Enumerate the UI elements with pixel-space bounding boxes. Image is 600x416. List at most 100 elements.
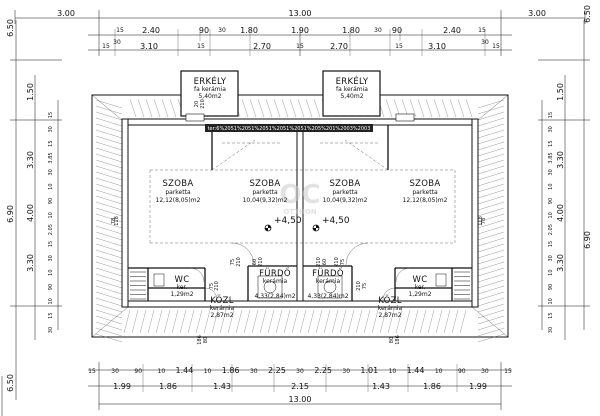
roof-hatching: [95, 98, 505, 343]
dim-label: 2.70: [330, 42, 348, 51]
furdo-left-name: FÜRDŐ: [259, 268, 291, 279]
dim-label: 15: [548, 140, 554, 146]
dim-label: 210: [236, 257, 242, 267]
dim-right: 1.50: [556, 83, 565, 101]
right-dims: 6.50 1.50 6.90 3.30 4.00 3.30: [556, 5, 592, 272]
dim-label: 3.10: [140, 42, 158, 51]
balcony-right-name: ERKÉLY: [336, 75, 369, 87]
dim-label: 1.80: [342, 26, 360, 35]
dim-label: 10: [548, 183, 554, 189]
dim-label: 10: [204, 368, 212, 375]
dim-label: 80: [203, 337, 209, 343]
kozl-right-name: KÖZL: [378, 295, 402, 306]
dim-label: 1.86: [222, 366, 240, 375]
dim-label: 30: [481, 39, 489, 46]
furdo-right-area: 4,33(2,84)m2: [307, 293, 348, 300]
dim-top-total: 13.00: [289, 9, 312, 18]
dim-label: 210: [258, 257, 264, 267]
dim-top-right: 3.00: [528, 9, 546, 18]
dim-label: 10: [389, 368, 397, 375]
balcony-right-area: 5,40m2: [340, 93, 363, 100]
dim-label: 2.25: [314, 366, 332, 375]
dim-label: 78: [481, 218, 487, 224]
dim-label: 30: [48, 126, 54, 132]
dim-label: 1.86: [159, 382, 177, 391]
dim-label: 30: [218, 27, 226, 34]
dim-label: 78: [111, 218, 117, 224]
dim-label: 15: [48, 112, 54, 118]
right-dimension-lines: [538, 20, 590, 340]
dim-label: 210: [214, 281, 220, 291]
dim-label: 30: [342, 368, 350, 375]
level-right: +4,50: [322, 216, 350, 226]
szoba3-area: 10,04(9,32)m2: [323, 197, 368, 204]
dim-label: 30: [548, 255, 554, 261]
left-dims: 6.50 1.50 6.90 6.50 3.30 4.00 3.30: [6, 19, 35, 392]
dim-label: 1.44: [407, 366, 425, 375]
dim-label: 186: [395, 335, 401, 345]
dim-label: 2.40: [443, 26, 461, 35]
dim-label: 2.70: [253, 42, 271, 51]
dim-right: 6.50: [583, 5, 592, 23]
dim-label: 186: [197, 335, 203, 345]
dim-left: 4.00: [26, 204, 35, 222]
dim-label: 1.86: [423, 382, 441, 391]
wc-left-area: 1,29m2: [170, 291, 193, 298]
dim-left: 3.30: [26, 151, 35, 169]
dim-label: 3.85: [48, 152, 54, 163]
kozl-right-area: 2,87m2: [378, 312, 401, 319]
dim-label: 10: [435, 368, 443, 375]
szoba4-name: SZOBA: [409, 179, 440, 189]
dim-label: 15: [395, 43, 403, 50]
wc-left-name: WC: [175, 275, 190, 285]
dim-label: 75: [230, 259, 236, 265]
dim-top-row2: 15 2.40 90 30 1.80 1.90 1.80 30 90 2.40 …: [116, 26, 486, 35]
kozl-left-floor: kerámia: [210, 305, 235, 312]
dim-label: 210: [334, 257, 340, 267]
dim-top-row3: 15 30 3.10 15 2.70 15 2.70 15 3.10 30 15: [102, 39, 500, 51]
dim-label: 15: [548, 312, 554, 318]
dim-label: 80: [389, 337, 395, 343]
level-marker-right: [312, 224, 320, 232]
dim-label: 1.01: [360, 366, 378, 375]
dim-right: 6.90: [583, 231, 592, 249]
top-dimension-lines: [14, 10, 586, 56]
dim-label: 20: [194, 101, 200, 107]
dim-label: 60: [252, 259, 258, 265]
dim-label: 10: [48, 212, 54, 218]
dim-label: 15: [116, 27, 124, 34]
furdo-right-floor: kerámia: [316, 278, 341, 285]
dim-label: 1.99: [113, 382, 131, 391]
balcony-left-name: ERKÉLY: [194, 75, 227, 87]
szoba2-name: SZOBA: [249, 179, 280, 189]
dim-label: 1.99: [469, 382, 487, 391]
dim-label: 30: [48, 169, 54, 175]
dim-label: 10: [48, 183, 54, 189]
dim-label: 10: [548, 212, 554, 218]
dim-right: 3.30: [556, 151, 565, 169]
dim-label: 90: [199, 26, 209, 35]
bottom-dim-row2: 1.99 1.86 1.43 2.15 1.43 1.86 1.99: [113, 382, 487, 391]
dim-label: 30: [548, 169, 554, 175]
dim-label: 75: [209, 283, 215, 289]
szoba2-area: 10,04(9,32)m2: [243, 197, 288, 204]
furdo-left-area: 4,33(2,84)m2: [254, 293, 295, 300]
dim-label: 90: [458, 368, 466, 375]
dim-label: 10: [48, 269, 54, 275]
furdo-left-floor: kerámia: [263, 278, 288, 285]
dim-label: 90: [548, 284, 554, 290]
dim-label: 118: [478, 216, 484, 226]
dim-label: 15: [102, 43, 110, 50]
dim-label: 15: [48, 241, 54, 247]
dim-right: 4.00: [556, 204, 565, 222]
dim-label: 1.90: [291, 26, 309, 35]
dim-label: 3.10: [428, 42, 446, 51]
door-swings: [189, 242, 411, 301]
wc-right-floor: ker.: [415, 284, 426, 291]
dim-label: 30: [548, 126, 554, 132]
dim-label: 2.15: [291, 382, 309, 391]
szoba1-name: SZOBA: [162, 179, 193, 189]
dim-label: 90: [392, 26, 402, 35]
